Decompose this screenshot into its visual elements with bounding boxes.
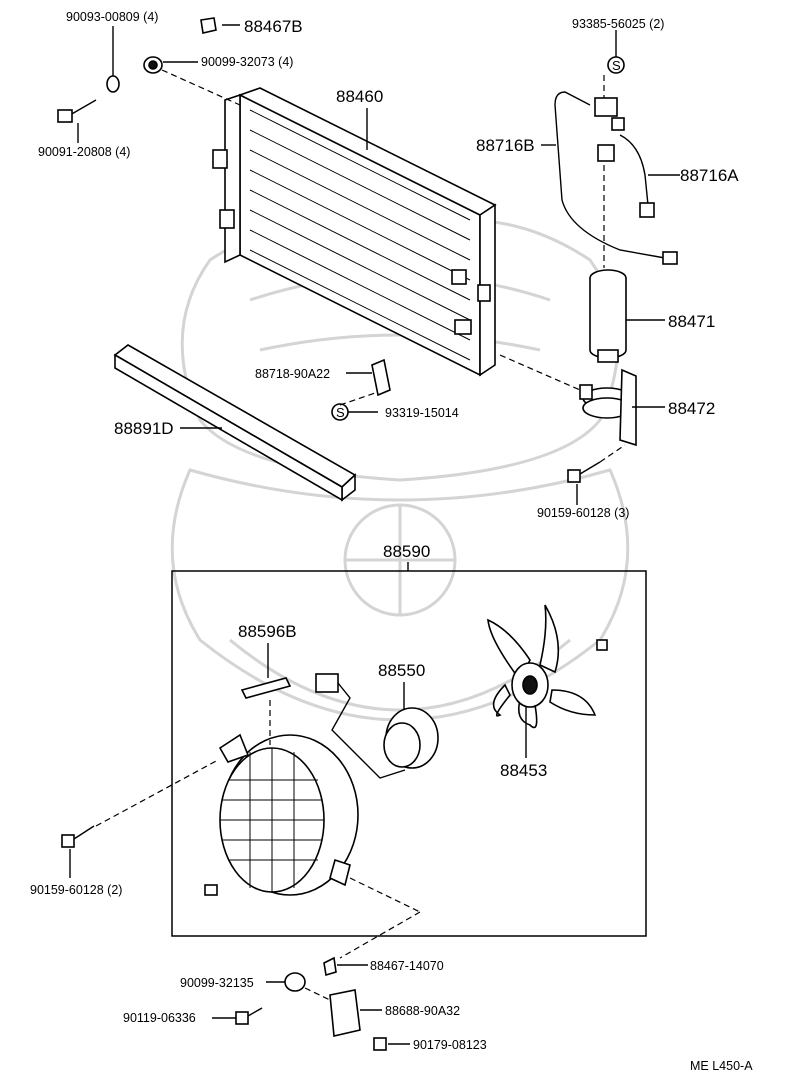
bracket-88472: [579, 368, 637, 447]
label-88716a: 88716A: [680, 166, 739, 185]
watermark-emblem: [170, 218, 630, 722]
assembly-lines: [95, 69, 626, 1001]
s-marker-93385: S: [612, 58, 621, 73]
fasteners: [57, 17, 625, 1051]
label-90159-60128-3: 90159-60128 (3): [537, 506, 629, 520]
leader-lines: [69, 24, 680, 1045]
condenser-88460: [212, 87, 497, 377]
label-88467-14070: 88467-14070: [370, 959, 444, 973]
part-labels: 90093-00809 (4) 88467B 90099-32073 (4) 9…: [30, 10, 753, 1073]
label-90099-32073: 90099-32073 (4): [201, 55, 293, 69]
s-marker-93319: S: [336, 405, 345, 420]
label-93385-56025: 93385-56025 (2): [572, 17, 664, 31]
label-88891d: 88891D: [114, 419, 174, 438]
label-88471: 88471: [668, 312, 715, 331]
label-90091-20808: 90091-20808 (4): [38, 145, 130, 159]
label-88453: 88453: [500, 761, 547, 780]
label-88718-90a22: 88718-90A22: [255, 367, 330, 381]
label-93319-15014: 93319-15014: [385, 406, 459, 420]
fan-assembly-box: [171, 562, 647, 937]
label-88472: 88472: [668, 399, 715, 418]
label-88716b: 88716B: [476, 136, 535, 155]
label-88596b: 88596B: [238, 622, 297, 641]
label-90119-06336: 90119-06336: [123, 1011, 196, 1025]
label-88596b: [240, 677, 292, 699]
label-88688-90a32: 88688-90A32: [385, 1004, 460, 1018]
label-90159-60128-2: 90159-60128 (2): [30, 883, 122, 897]
label-90093-00809: 90093-00809 (4): [66, 10, 158, 24]
pipes-88716: [554, 91, 678, 265]
fan-88453: [487, 604, 597, 729]
motor-88550: [315, 673, 439, 779]
label-90179-08123: 90179-08123: [413, 1038, 487, 1052]
footer-diagram-code: ME L450-A: [690, 1059, 753, 1073]
label-90099-32135: 90099-32135: [180, 976, 254, 990]
label-88550: 88550: [378, 661, 425, 680]
receiver-88471: [589, 269, 627, 363]
label-88460: 88460: [336, 87, 383, 106]
seal-88891d: [113, 344, 357, 502]
label-88590: 88590: [383, 542, 430, 561]
label-88467b: 88467B: [244, 17, 303, 36]
fan-shroud: [218, 733, 359, 896]
